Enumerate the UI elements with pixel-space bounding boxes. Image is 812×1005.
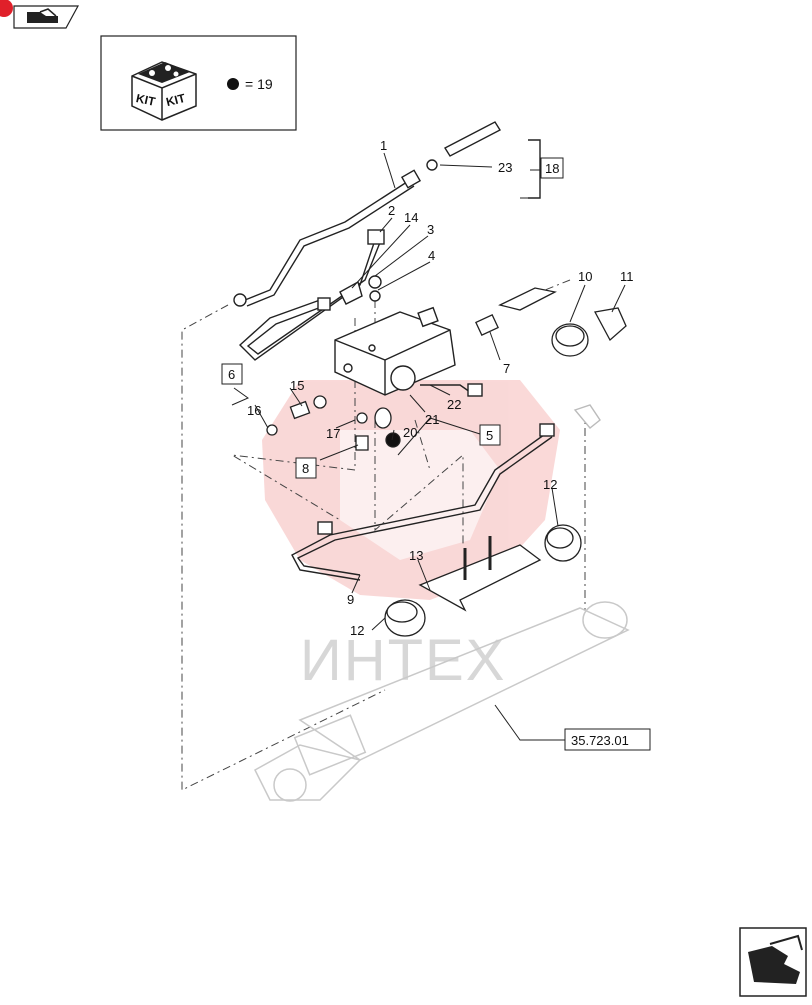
dashed-leaders	[181, 279, 586, 791]
top-nav-tab[interactable]	[0, 0, 80, 29]
callout-18: 18	[545, 161, 559, 176]
callout-7: 7	[503, 361, 510, 376]
next-page-button[interactable]	[739, 927, 807, 997]
callout-2: 2	[388, 203, 395, 218]
watermark-text: ИНТЕХ	[300, 628, 506, 693]
kit-label-right: KIT	[165, 91, 188, 109]
reference-link[interactable]: 35.723.01	[571, 733, 629, 748]
callout-leaders	[231, 152, 626, 741]
callout-14: 14	[404, 210, 418, 225]
callout-17: 17	[326, 426, 340, 441]
valve-block	[334, 275, 483, 397]
callout-13: 13	[409, 548, 423, 563]
callout-4: 4	[428, 248, 435, 263]
kit-box-icon: KIT KIT	[131, 61, 197, 121]
callout-8: 8	[302, 461, 309, 476]
fittings-right	[475, 287, 627, 357]
hydraulic-cylinder	[254, 601, 630, 802]
callout-labels: 1 2 14 3 4 23 18 10 11 7 6 15 16 22 21 1…	[228, 138, 634, 748]
callout-12-upper: 12	[543, 477, 557, 492]
hydraulic-tube-9	[291, 404, 601, 581]
kit-legend-box: KIT KIT = 19	[100, 35, 297, 131]
callout-15: 15	[290, 378, 304, 393]
hydraulic-tube-2	[238, 229, 385, 361]
boxed-references	[221, 157, 651, 751]
callout-20: 20	[403, 425, 417, 440]
kit-label-left: KIT	[135, 91, 157, 109]
kit-legend-text: = 19	[245, 76, 273, 92]
callout-11: 11	[620, 269, 634, 284]
next-page-arrow-icon	[748, 934, 803, 984]
callout-10: 10	[578, 269, 592, 284]
callout-5: 5	[486, 428, 493, 443]
clamps-brackets	[384, 524, 582, 637]
callout-16: 16	[247, 403, 261, 418]
callout-21: 21	[425, 412, 439, 427]
notification-badge	[0, 0, 13, 17]
callout-23: 23	[498, 160, 512, 175]
callout-6: 6	[228, 367, 235, 382]
hose-18	[426, 121, 541, 199]
callout-3: 3	[427, 222, 434, 237]
hydraulic-tube-1	[233, 169, 422, 307]
book-arrow-icon	[27, 8, 58, 23]
callout-1: 1	[380, 138, 387, 153]
fittings-left	[266, 395, 401, 451]
kit-dot-icon	[227, 78, 239, 90]
callout-9: 9	[347, 592, 354, 607]
callout-12-lower: 12	[350, 623, 364, 638]
callout-22: 22	[447, 397, 461, 412]
